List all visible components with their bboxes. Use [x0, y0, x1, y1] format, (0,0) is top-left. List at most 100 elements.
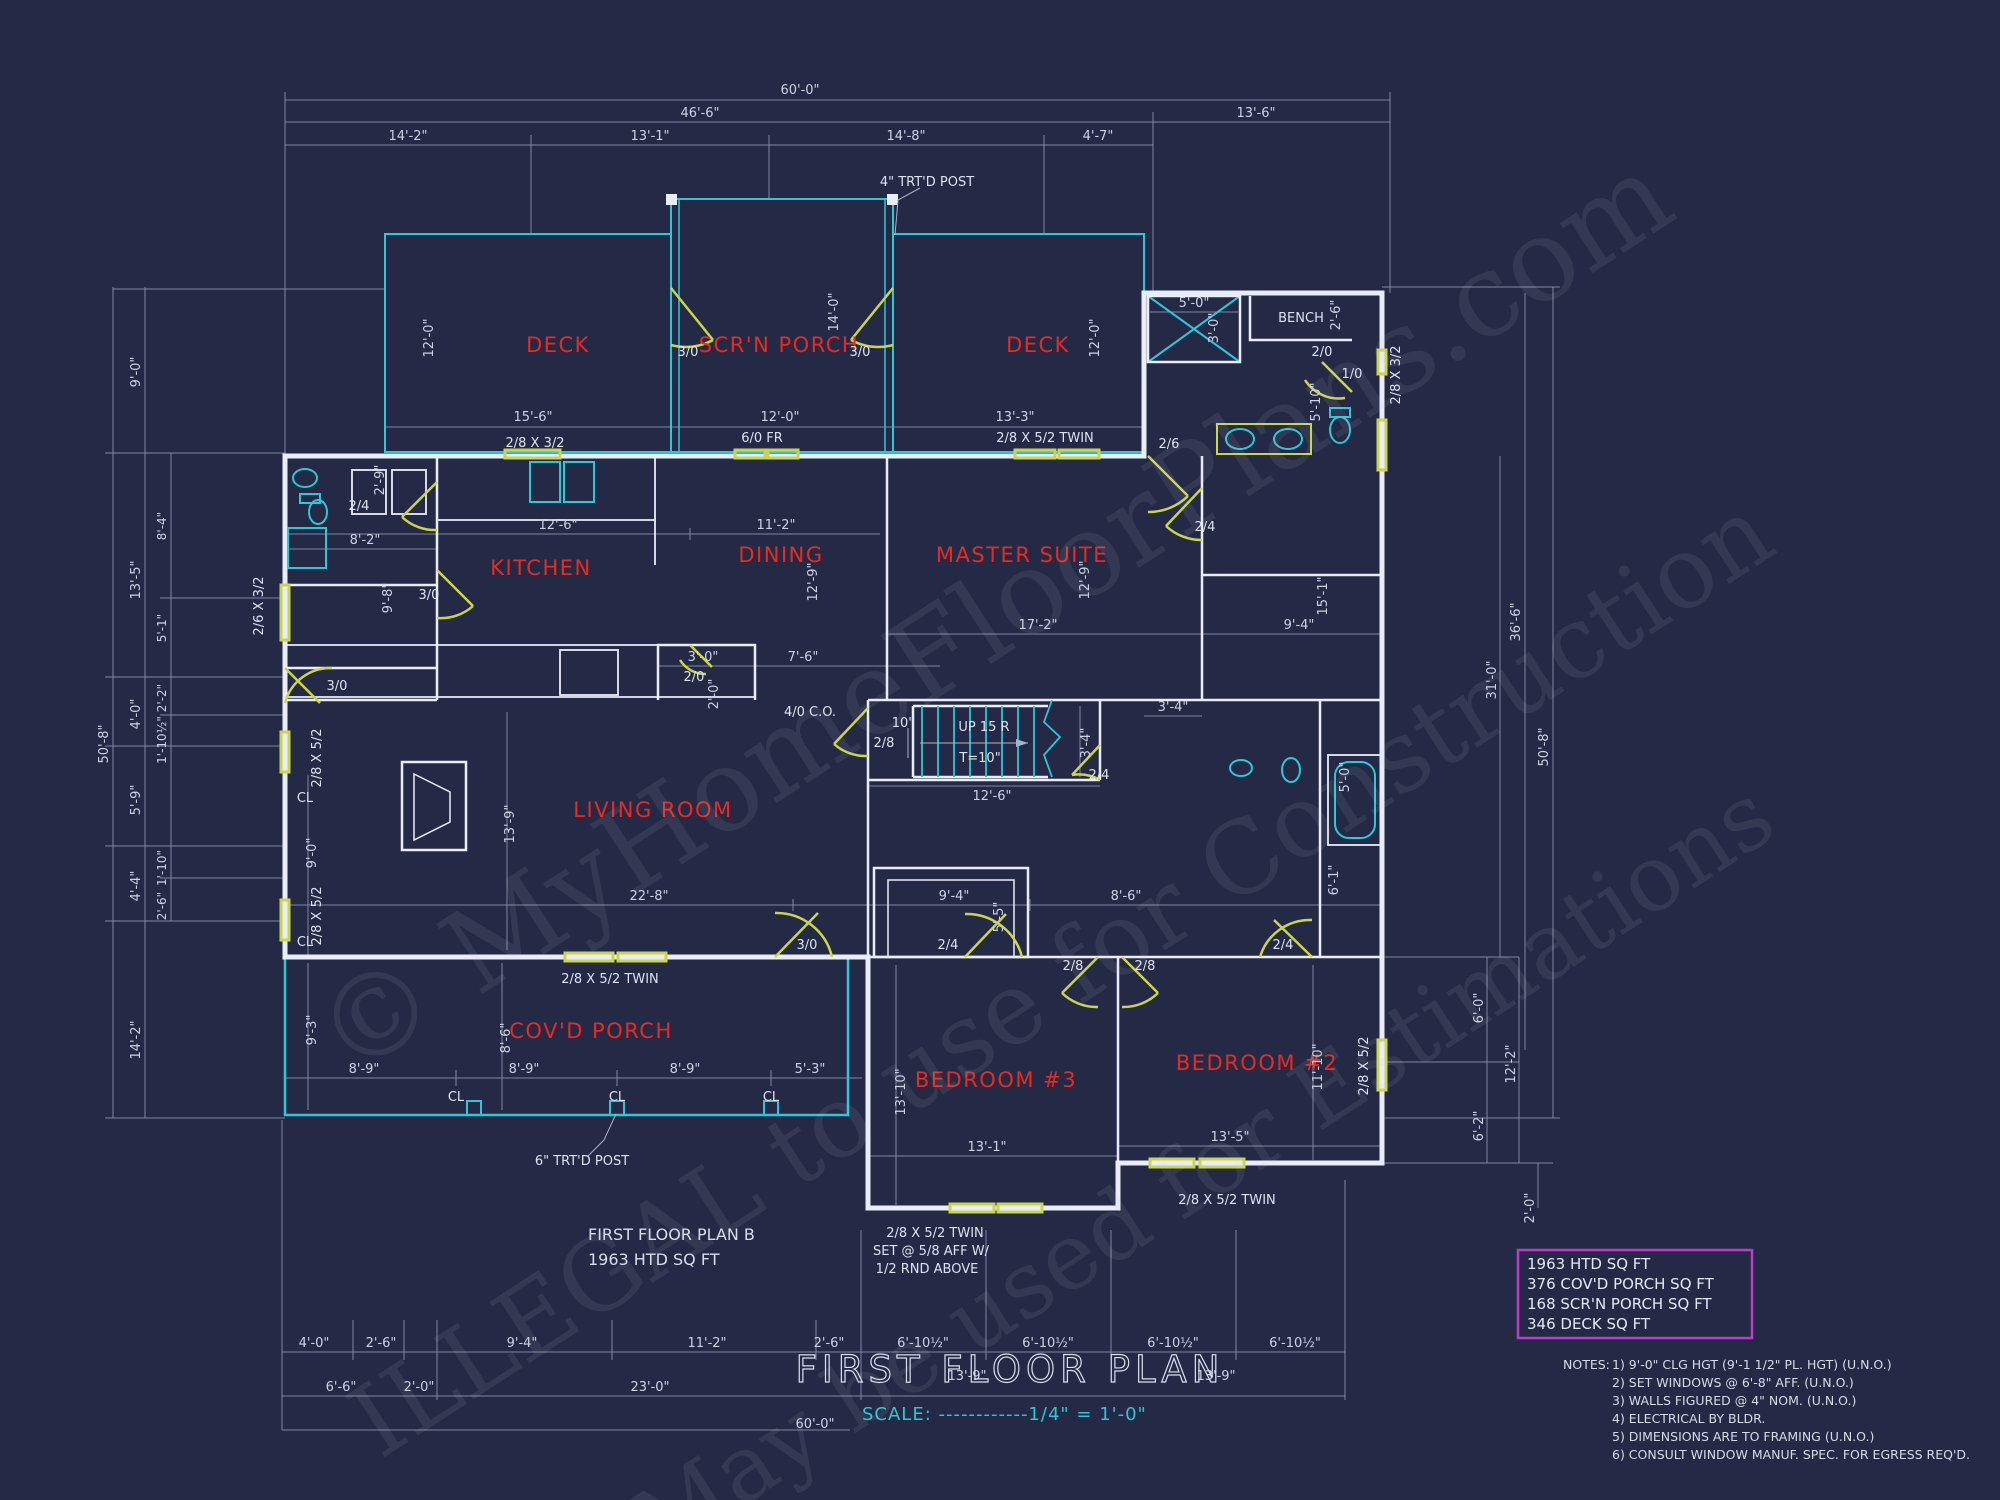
- sqft-line: 346 DECK SQ FT: [1527, 1315, 1651, 1333]
- dimension-lines: [105, 92, 1560, 1431]
- screen-porch-outline: [670, 198, 894, 453]
- dim: 12'-0": [422, 318, 437, 357]
- dim: 31'-0": [1485, 660, 1500, 699]
- dim: 9'-4": [1284, 618, 1315, 633]
- door-bath: [436, 569, 474, 620]
- window-label: 2/8 X 5/2 TWIN: [996, 431, 1094, 446]
- window-label: 2/8 X 5/2 TWIN: [1178, 1193, 1276, 1208]
- toilet-tank: [299, 493, 321, 504]
- dim: 15'-1": [1316, 576, 1331, 615]
- centerline-label: CL: [297, 791, 314, 806]
- porch-post-top: [666, 194, 677, 205]
- dim: 12'-6": [538, 518, 577, 533]
- doors: [283, 287, 1353, 1009]
- vanity-counter: [1216, 423, 1312, 455]
- dim: 11'-2": [756, 518, 795, 533]
- dim: 8'-6": [499, 1023, 514, 1054]
- room-label-deck-left: DECK: [526, 333, 590, 357]
- door-bed2: [1258, 918, 1313, 958]
- window-living-bottom: [616, 951, 668, 963]
- dim: 5'-0": [1338, 762, 1353, 793]
- dim: 6'-10½": [1147, 1336, 1199, 1351]
- stair-enclosure: [911, 704, 1048, 779]
- dim: 13'-1": [630, 129, 669, 144]
- dim: 5'-0": [1179, 296, 1210, 311]
- dim: 1'-10½": [155, 716, 169, 764]
- covered-porch-edge: [283, 957, 850, 1117]
- sqft-line: 168 SCR'N PORCH SQ FT: [1527, 1295, 1712, 1313]
- dim: 11'-10": [1311, 1043, 1326, 1090]
- dim: 13'-5": [129, 560, 144, 599]
- dim: 2'-6": [814, 1336, 845, 1351]
- dim: 6'-10½": [1269, 1336, 1321, 1351]
- window-note-line2: SET @ 5/8 AFF W/: [873, 1244, 990, 1259]
- window-label: 2/8 X 3/2: [505, 436, 564, 451]
- door-porch-left: [670, 287, 714, 349]
- window-label: 2/8 X 5/2: [310, 886, 325, 945]
- room-labels: DECK SCR'N PORCH DECK KITCHEN DINING MAS…: [490, 333, 1336, 1092]
- window-note-line1: 2/8 X 5/2 TWIN: [886, 1226, 984, 1241]
- door-hall-2: [1121, 956, 1159, 1009]
- dim: 12'-6": [972, 789, 1011, 804]
- dryer: [391, 469, 427, 515]
- door-label: 3/0: [678, 345, 699, 360]
- dim: 13'-6": [1236, 106, 1275, 121]
- door-label: 2/4: [1273, 938, 1294, 953]
- dim: 2'-2": [155, 684, 169, 712]
- leader-lines: [587, 187, 921, 1157]
- plan-caption-line2: 1963 HTD SQ FT: [588, 1250, 720, 1269]
- dim: 12'-0": [1088, 318, 1103, 357]
- door-foyer: [964, 912, 1024, 958]
- dim: 4'-0": [129, 699, 144, 730]
- centerline-label: CL: [448, 1090, 465, 1105]
- door-label: 2/4: [349, 499, 370, 514]
- windows: [279, 348, 1388, 1214]
- door-label: 2/4: [1089, 768, 1110, 783]
- fireplace: [400, 760, 468, 852]
- dim: 6'-2": [1472, 1111, 1487, 1142]
- door-label: 1/0: [1342, 367, 1363, 382]
- dim: 4'-0": [299, 1336, 330, 1351]
- door-porch-right: [850, 287, 894, 349]
- window-label: 2/8 X 3/2: [1389, 345, 1404, 404]
- dim: 11'-2": [687, 1336, 726, 1351]
- dim: 3'-4": [1158, 700, 1189, 715]
- stairs: [907, 699, 1062, 778]
- opening-labels: 2/8 X 3/2 6/0 FR 2/8 X 5/2 TWIN 2/8 X 3/…: [252, 345, 1404, 1208]
- dim: 5'-10": [1309, 382, 1324, 421]
- french-door: [733, 448, 767, 460]
- dim: 2'-0": [404, 1380, 435, 1395]
- washer: [351, 469, 387, 515]
- porch-post-top: [887, 194, 898, 205]
- scale-note: SCALE: ------------1/4" = 1'-0": [862, 1404, 1147, 1425]
- sqft-line: 376 COV'D PORCH SQ FT: [1527, 1275, 1715, 1293]
- door-closet: [283, 666, 333, 704]
- stairs-nosing-label: 10": [892, 716, 915, 731]
- dim: 2'-0": [707, 679, 722, 710]
- room-label-dining: DINING: [738, 543, 823, 567]
- notes-label: NOTES:: [1563, 1357, 1610, 1372]
- dim: 13'-3": [995, 410, 1034, 425]
- dim: 50'-8": [1537, 727, 1552, 766]
- vanity-sink: [1225, 428, 1255, 450]
- door-wc: [1303, 361, 1353, 400]
- dim: 23'-0": [630, 1380, 669, 1395]
- room-label-covd-porch: COV'D PORCH: [509, 1019, 673, 1043]
- dim: 60'-0": [780, 83, 819, 98]
- dim: 6'-1": [1327, 865, 1342, 896]
- sqft-summary-box: 1963 HTD SQ FT 376 COV'D PORCH SQ FT 168…: [1516, 1248, 1754, 1340]
- window-bed2-bottom: [1148, 1157, 1196, 1169]
- window-label: 2/8 X 5/2 TWIN: [561, 972, 659, 987]
- door-label: 2/8: [1135, 959, 1156, 974]
- door-label: 3/0: [797, 938, 818, 953]
- dim: 13'-9": [503, 804, 518, 843]
- room-label-master-suite: MASTER SUITE: [936, 543, 1108, 567]
- dim: 2'-6": [366, 1336, 397, 1351]
- walls: [282, 290, 1385, 1211]
- window-master: [1013, 448, 1057, 460]
- door-living: [774, 911, 834, 958]
- notes-block: NOTES: 1) 9'-0" CLG HGT (9'-1 1/2" PL. H…: [1563, 1357, 1970, 1462]
- kitchen-counters: [285, 456, 1383, 846]
- dim: 3'-0": [1207, 313, 1222, 344]
